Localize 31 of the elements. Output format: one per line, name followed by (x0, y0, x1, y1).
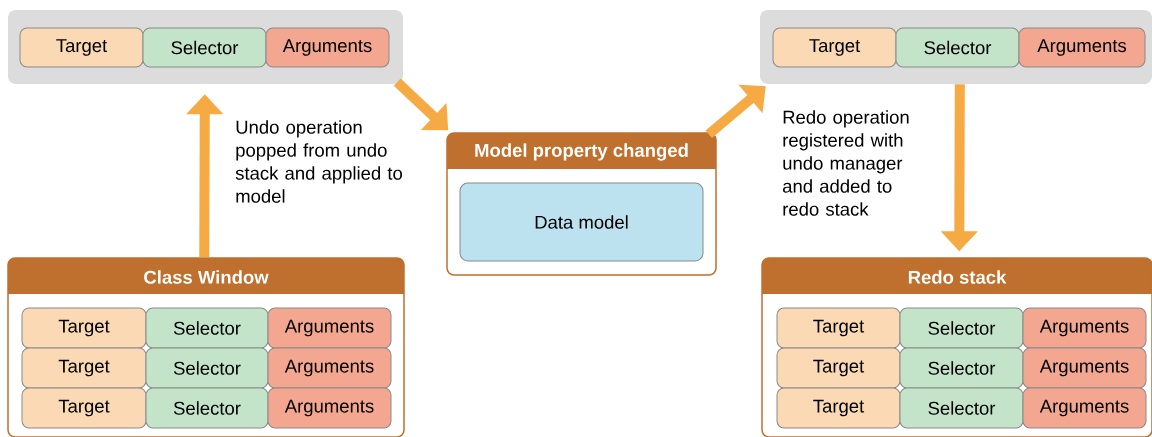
node-label: Arguments (1039, 319, 1129, 337)
field-box: Target (776, 307, 901, 349)
field-box: Selector (899, 307, 1024, 349)
field-box: Arguments (267, 307, 392, 349)
field-box: Selector (895, 27, 1020, 68)
field-box: Arguments (267, 387, 392, 429)
model-box: Data model (459, 182, 704, 262)
field-box: Selector (142, 27, 267, 68)
field-box: Target (21, 347, 147, 389)
field-box: Target (772, 27, 897, 68)
field-box: Selector (899, 347, 1024, 389)
field-box: Arguments (1022, 307, 1147, 349)
node-label: Arguments (1039, 359, 1129, 377)
arrow (705, 84, 766, 139)
field-box: Arguments (1022, 387, 1147, 429)
note-text: Redo operation registered with undo manager and added to redo stack (783, 110, 909, 216)
field-box: Selector (145, 307, 269, 349)
field-box: Selector (899, 387, 1024, 429)
field-box: Target (21, 307, 147, 349)
field-box: Target (776, 387, 901, 429)
field-box: Arguments (267, 347, 392, 389)
field-box: Selector (145, 387, 269, 429)
field-box: Arguments (1022, 347, 1147, 389)
field-box: Arguments (265, 27, 390, 68)
arrow (393, 78, 449, 131)
field-box: Arguments (1018, 27, 1146, 68)
field-box: Target (21, 387, 147, 429)
field-box: Selector (145, 347, 269, 389)
note-text: Undo operation popped from undo stack and applied to model (235, 120, 403, 203)
field-box: Target (776, 347, 901, 389)
field-box: Target (19, 27, 144, 68)
